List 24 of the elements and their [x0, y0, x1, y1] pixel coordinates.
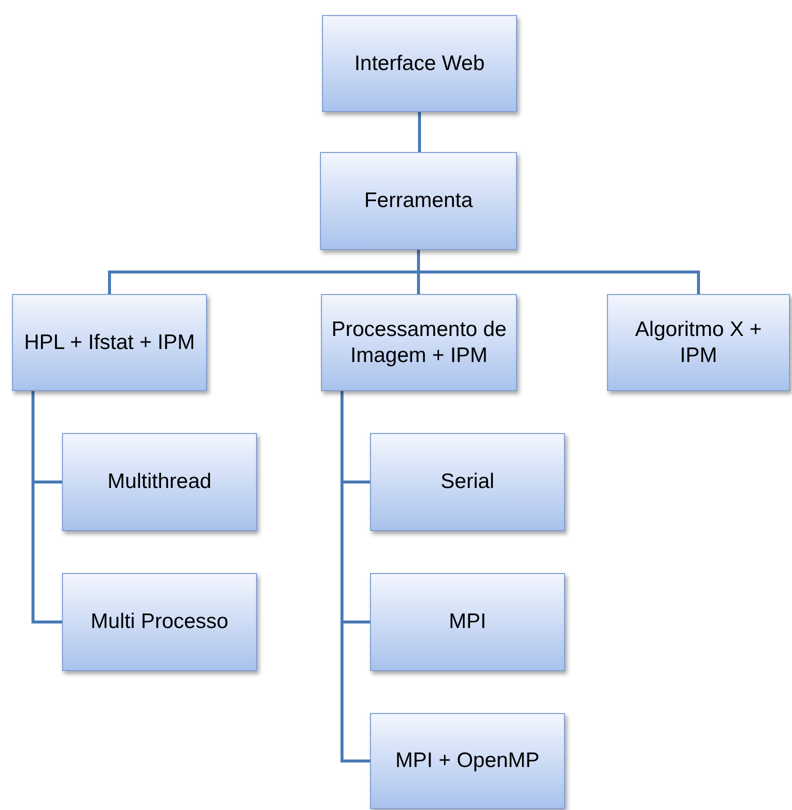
box-label: Processamento de Imagem + IPM	[330, 316, 508, 368]
box-label: Multithread	[108, 469, 212, 495]
box-label: Multi Processo	[90, 609, 228, 635]
process-box	[607, 294, 790, 391]
process-box	[12, 294, 207, 391]
box-label: Serial	[440, 469, 494, 495]
process-box	[370, 573, 565, 671]
process-box	[62, 573, 257, 671]
connector-line	[340, 391, 370, 762]
box-label: MPI + OpenMP	[395, 748, 540, 774]
box-label: HPL + Ifstat + IPM	[24, 330, 195, 356]
box-label: Interface Web	[354, 50, 485, 76]
process-box	[322, 15, 517, 112]
connector-line	[417, 250, 700, 294]
connector-line	[32, 391, 62, 624]
box-label: Algoritmo X + IPM	[634, 316, 763, 368]
box-label: MPI	[448, 609, 486, 635]
process-box	[321, 294, 517, 391]
process-box	[370, 433, 565, 531]
process-box	[320, 152, 517, 250]
process-box	[62, 433, 257, 531]
connector-line	[418, 112, 421, 152]
process-box	[370, 713, 565, 809]
box-label: Ferramenta	[364, 188, 473, 214]
